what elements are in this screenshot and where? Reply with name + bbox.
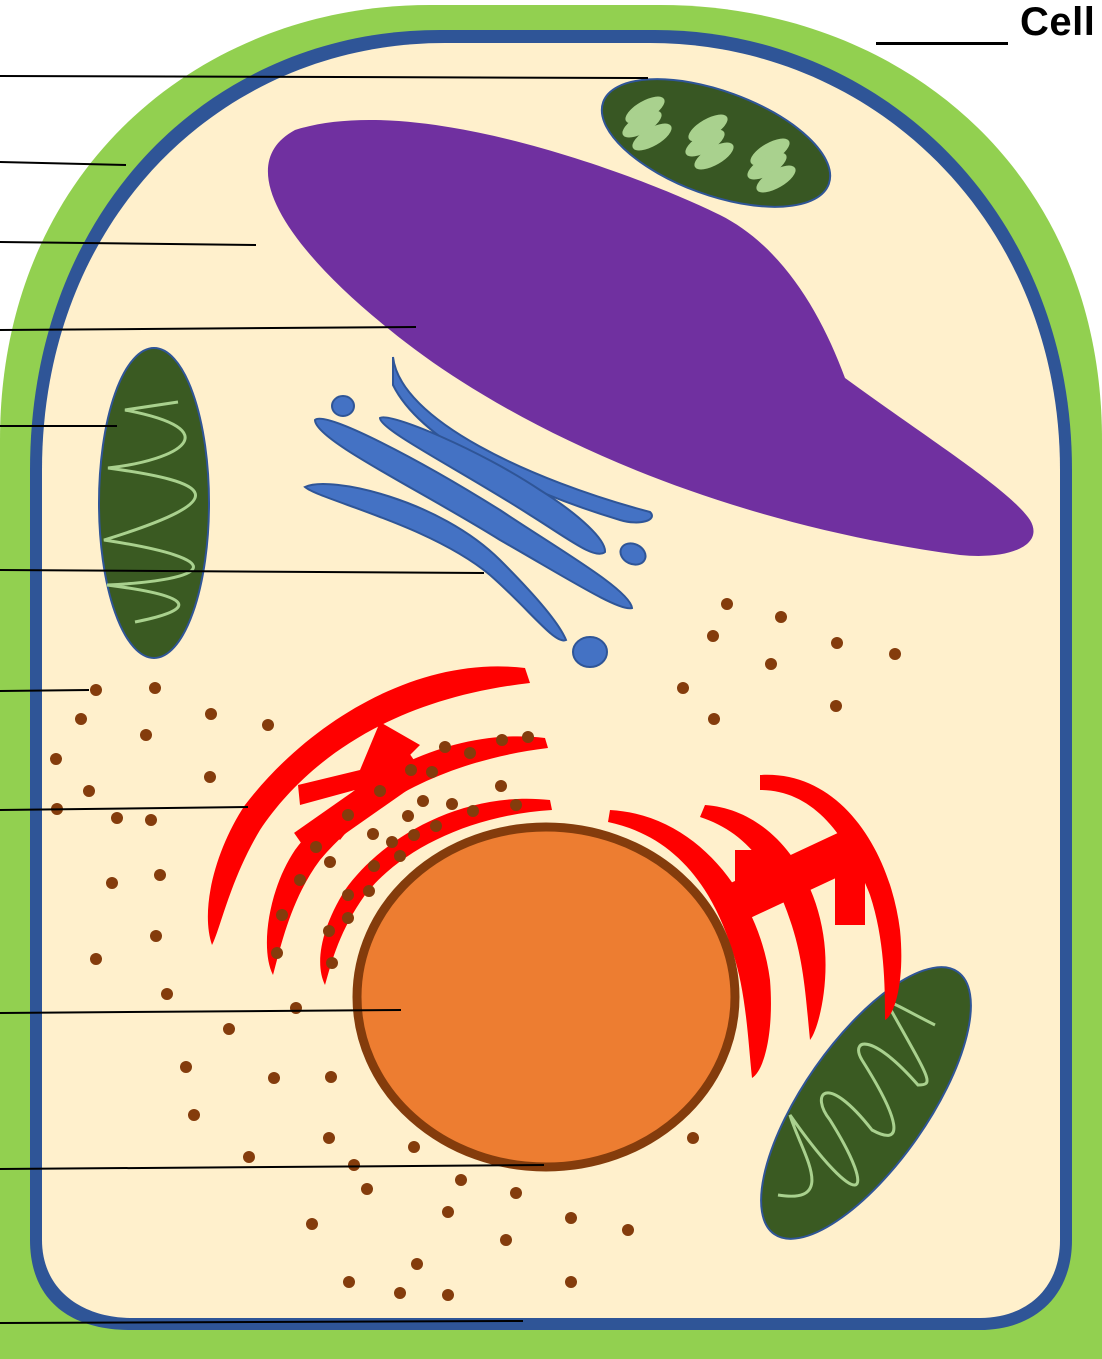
ribosome-dot [325, 1071, 337, 1083]
ribosome-dot [446, 798, 458, 810]
ribosome-dot [161, 988, 173, 1000]
ribosome-dot [326, 957, 338, 969]
nucleus [357, 827, 735, 1167]
ribosome-dot [271, 947, 283, 959]
ribosome-dot [721, 598, 733, 610]
ribosome-dot [707, 630, 719, 642]
ribosome-dot [310, 841, 322, 853]
ribosome-dot [342, 912, 354, 924]
ribosome-dot [411, 1258, 423, 1270]
ribosome-dot [368, 860, 380, 872]
ribosome-dot [402, 810, 414, 822]
ribosome-dot [180, 1061, 192, 1073]
ribosome-dot [367, 828, 379, 840]
ribosome-dot [430, 820, 442, 832]
ribosome-dot [290, 1002, 302, 1014]
label-line-ribosome [0, 690, 89, 691]
ribosome-dot [408, 1141, 420, 1153]
ribosome-dot [154, 869, 166, 881]
ribosome-dot [145, 814, 157, 826]
ribosome-dot [262, 719, 274, 731]
ribosome-dot [374, 785, 386, 797]
ribosome-dot [204, 771, 216, 783]
ribosome-dot [306, 1218, 318, 1230]
ribosome-dot [426, 766, 438, 778]
ribosome-dot [394, 850, 406, 862]
ribosome-dot [708, 713, 720, 725]
ribosome-dot [442, 1289, 454, 1301]
ribosome-dot [223, 1023, 235, 1035]
ribosome-dot [500, 1234, 512, 1246]
ribosome-dot [830, 700, 842, 712]
diagram-title: Cell [876, 0, 1095, 45]
ribosome-dot [90, 684, 102, 696]
ribosome-dot [510, 799, 522, 811]
ribosome-dot [622, 1224, 634, 1236]
ribosome-dot [442, 1206, 454, 1218]
title-word: Cell [1020, 0, 1095, 44]
ribosome-dot [386, 836, 398, 848]
ribosome-dot [342, 889, 354, 901]
ribosome-dot [140, 729, 152, 741]
ribosome-dot [765, 658, 777, 670]
ribosome-dot [363, 885, 375, 897]
ribosome-dot [467, 805, 479, 817]
ribosome-dot [268, 1072, 280, 1084]
ribosome-dot [831, 637, 843, 649]
ribosome-dot [243, 1151, 255, 1163]
ribosome-dot [149, 682, 161, 694]
ribosome-dot [205, 708, 217, 720]
ribosome-dot [496, 734, 508, 746]
ribosome-dot [83, 785, 95, 797]
ribosome-dot [687, 1132, 699, 1144]
ribosome-dot [889, 648, 901, 660]
ribosome-dot [522, 731, 534, 743]
ribosome-dot [276, 909, 288, 921]
ribosome-dot [408, 829, 420, 841]
ribosome-dot [324, 856, 336, 868]
ribosome-dot [342, 809, 354, 821]
ribosome-dot [361, 1183, 373, 1195]
ribosome-dot [323, 925, 335, 937]
ribosome-dot [394, 1287, 406, 1299]
ribosome-dot [405, 764, 417, 776]
ribosome-dot [464, 747, 476, 759]
ribosome-dot [439, 741, 451, 753]
ribosome-dot [50, 753, 62, 765]
ribosome-dot [565, 1212, 577, 1224]
ribosome-dot [348, 1159, 360, 1171]
ribosome-dot [75, 713, 87, 725]
ribosome-dot [565, 1276, 577, 1288]
ribosome-dot [775, 611, 787, 623]
ribosome-dot [495, 780, 507, 792]
ribosome-dot [188, 1109, 200, 1121]
ribosome-dot [323, 1132, 335, 1144]
golgi-vesicle-3 [573, 637, 607, 667]
ribosome-dot [90, 953, 102, 965]
ribosome-dot [294, 874, 306, 886]
ribosome-dot [417, 795, 429, 807]
ribosome-dot [343, 1276, 355, 1288]
mitochondrion-left [99, 348, 209, 658]
ribosome-dot [111, 812, 123, 824]
ribosome-dot [510, 1187, 522, 1199]
golgi-vesicle-1 [332, 396, 354, 416]
ribosome-dot [106, 877, 118, 889]
title-blank[interactable] [876, 2, 1008, 45]
ribosome-dot [150, 930, 162, 942]
ribosome-dot [677, 682, 689, 694]
ribosome-dot [455, 1174, 467, 1186]
